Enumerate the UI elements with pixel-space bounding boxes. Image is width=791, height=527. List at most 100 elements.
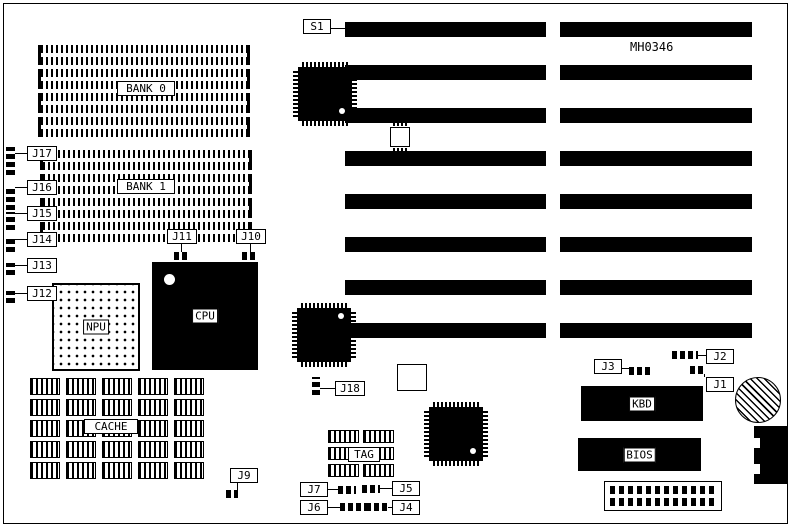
pin-row — [292, 312, 297, 358]
j5-connector — [362, 485, 380, 493]
simm-socket — [38, 93, 250, 113]
j2-label: J2 — [706, 349, 734, 364]
qfp-chip-bottom — [424, 402, 488, 466]
j16-label: J16 — [27, 180, 57, 195]
pin-row — [610, 486, 716, 494]
j7-label: J7 — [300, 482, 328, 497]
j18-label: J18 — [335, 381, 365, 396]
j6-connector — [340, 503, 366, 511]
npu-socket: NPU — [52, 283, 140, 371]
j12-connector — [6, 291, 15, 303]
leader-line — [622, 368, 630, 369]
tag-ram-chip — [328, 430, 359, 443]
isa-slot-segment — [560, 22, 752, 37]
simm-socket — [40, 198, 252, 218]
keyboard-din-connector — [735, 377, 781, 423]
cache-sram-chip — [30, 420, 60, 437]
j10-label: J10 — [236, 229, 266, 244]
simm-socket — [40, 150, 252, 170]
cpu-label: CPU — [192, 308, 218, 324]
isa-slot-segment — [560, 280, 752, 295]
isa-slot-segment — [560, 323, 752, 338]
tag-label: TAG — [348, 447, 380, 462]
power-connector — [754, 426, 787, 484]
isa-slot-segment — [560, 237, 752, 252]
j11-connector — [174, 252, 190, 260]
cache-sram-chip — [66, 441, 96, 458]
j16-connector — [6, 186, 15, 210]
j17-connector — [6, 147, 15, 175]
bank0-simm-sockets — [38, 45, 250, 137]
j13-connector — [6, 263, 15, 275]
j17-label: J17 — [27, 146, 57, 161]
tag-ram-chip — [328, 464, 359, 477]
isa-slot-segment — [345, 108, 546, 123]
pin-header-connector — [604, 481, 722, 511]
leader-line — [15, 187, 27, 188]
j5-label: J5 — [392, 481, 420, 496]
j7-connector — [338, 486, 356, 494]
pin-row — [424, 411, 429, 457]
cache-label: CACHE — [84, 419, 138, 434]
cache-sram-chip — [174, 420, 204, 437]
isa-slot-segment — [345, 280, 546, 295]
cache-sram-chip — [66, 378, 96, 395]
simm-socket — [38, 45, 250, 65]
leader-line — [328, 489, 338, 490]
j2-connector — [672, 351, 698, 359]
leader-line — [181, 244, 182, 252]
cache-sram-chip — [174, 462, 204, 479]
cache-sram-chip — [30, 378, 60, 395]
leader-line — [698, 355, 706, 356]
pin-row — [610, 498, 716, 506]
isa-slot-segment — [345, 194, 546, 209]
diagram-border — [3, 3, 788, 524]
tag-ram-chip — [363, 430, 394, 443]
isa-slot-segment — [560, 108, 752, 123]
isa-slot-column-right — [560, 22, 752, 338]
cache-sram-chip — [66, 462, 96, 479]
kbd-label: KBD — [629, 396, 655, 411]
cache-sram-chip — [102, 399, 132, 416]
pin-row — [293, 71, 298, 117]
leader-line — [15, 213, 27, 214]
leader-line — [328, 507, 340, 508]
cache-sram-chip — [174, 378, 204, 395]
j4-connector — [366, 503, 388, 511]
leader-line — [15, 153, 27, 154]
cache-sram-chip — [66, 399, 96, 416]
isa-slot-segment — [345, 323, 546, 338]
j14-connector — [6, 238, 15, 252]
isa-slot-segment — [560, 65, 752, 80]
qfp-chip-top — [293, 62, 357, 126]
cpu-chip: CPU — [152, 262, 258, 370]
pin-row — [302, 62, 348, 67]
npu-label: NPU — [83, 319, 109, 335]
isa-slot-segment — [345, 65, 546, 80]
simm-socket — [40, 222, 252, 242]
s1-label: S1 — [303, 19, 331, 34]
part-number: MH0346 — [630, 40, 674, 54]
pin-row — [393, 121, 407, 126]
oscillator — [390, 127, 410, 147]
leader-line — [320, 388, 335, 389]
pin-row — [301, 303, 347, 308]
bank1-label: BANK 1 — [117, 179, 175, 194]
cache-sram-chip — [102, 378, 132, 395]
simm-socket — [38, 69, 250, 89]
pin1-dot — [339, 108, 345, 114]
pin-row — [352, 71, 357, 117]
cache-sram-chip — [138, 378, 168, 395]
leader-line — [237, 483, 238, 490]
pin-row — [393, 148, 407, 153]
pin-row — [433, 402, 479, 407]
cache-sram-chip — [30, 462, 60, 479]
j11-label: J11 — [167, 229, 197, 244]
leader-line — [380, 488, 392, 489]
j9-label: J9 — [230, 468, 258, 483]
cache-sram-chip — [138, 420, 168, 437]
cache-sram-chip — [30, 399, 60, 416]
bios-chip: BIOS — [578, 438, 701, 471]
bank1-simm-sockets — [40, 150, 252, 242]
